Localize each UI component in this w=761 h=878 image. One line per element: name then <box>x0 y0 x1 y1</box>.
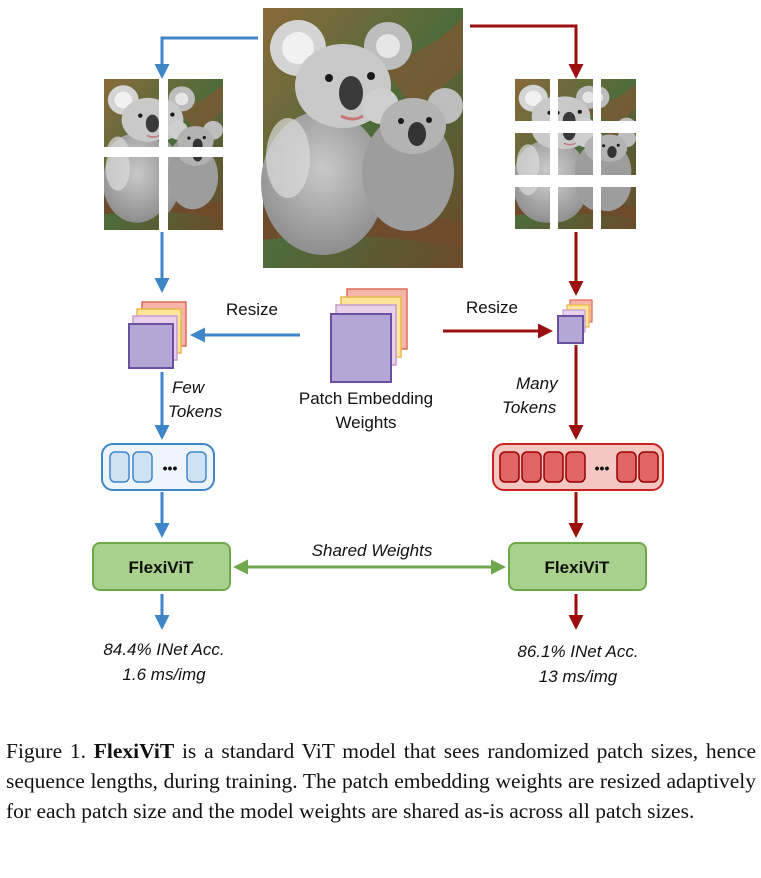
few-tokens-label-line2: Tokens <box>168 402 223 421</box>
flexivit-diagram: Resize Resize Patch Embedding Weights Fe… <box>92 8 664 686</box>
few-tokens-label-line1: Few <box>172 378 206 397</box>
flexivit-model-left: FlexiViT <box>92 542 231 591</box>
flexivit-model-right-label: FlexiViT <box>545 558 610 577</box>
embedding-stack-center <box>330 288 408 383</box>
resize-left-label: Resize <box>226 300 278 319</box>
flexivit-model-left-label: FlexiViT <box>129 558 194 577</box>
left-result-latency: 1.6 ms/img <box>122 665 206 684</box>
token-ellipsis-left: ••• <box>163 460 178 476</box>
left-result-accuracy: 84.4% INet Acc. <box>103 640 224 659</box>
many-tokens-label-line1: Many <box>516 374 559 393</box>
figure-caption: Figure 1. FlexiViT is a standard ViT mod… <box>6 736 756 826</box>
patch-embedding-label-line1: Patch Embedding <box>299 389 433 408</box>
token-sequence-few: ••• <box>101 443 215 491</box>
right-result-latency: 13 ms/img <box>539 667 618 686</box>
embedding-stack-large <box>128 301 187 369</box>
arrow-image-to-small-patches <box>470 24 584 79</box>
right-result-accuracy: 86.1% INet Acc. <box>517 642 638 661</box>
patch-grid-large <box>104 79 223 230</box>
arrow-image-to-large-patches <box>154 36 258 79</box>
many-tokens-label-line2: Tokens <box>502 398 557 417</box>
patch-grid-small <box>515 79 636 229</box>
patch-embedding-label-line2: Weights <box>335 413 396 432</box>
token-sequence-many: ••• <box>492 443 664 491</box>
token-ellipsis-right: ••• <box>595 460 610 476</box>
caption-prefix: Figure 1. <box>6 739 94 763</box>
flexivit-model-right: FlexiViT <box>508 542 647 591</box>
embedding-stack-small <box>557 299 593 344</box>
shared-weights-label: Shared Weights <box>312 541 433 560</box>
resize-right-label: Resize <box>466 298 518 317</box>
caption-text: is a standard ViT model that sees random… <box>6 739 756 823</box>
koala-photo <box>260 8 465 268</box>
caption-bold: FlexiViT <box>93 739 175 763</box>
